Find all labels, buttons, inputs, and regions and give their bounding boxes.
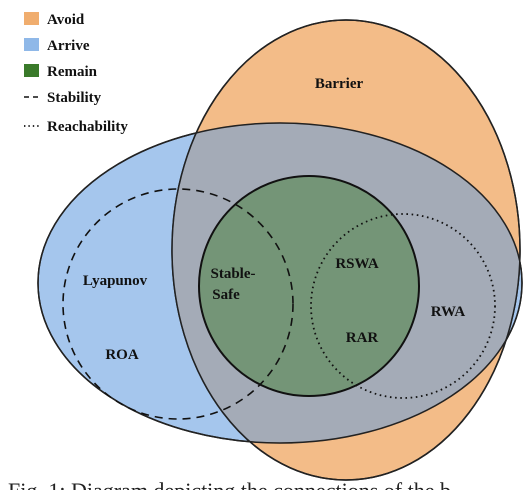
roa-label: ROA	[105, 347, 139, 363]
barrier-label: Barrier	[315, 76, 364, 92]
legend-arrive-swatch	[24, 38, 39, 51]
lyapunov-label: Lyapunov	[83, 273, 148, 289]
rar-label: RAR	[346, 330, 379, 346]
legend-reachability-label: Reachability	[47, 119, 128, 135]
legend-remain-label: Remain	[47, 64, 98, 80]
reachability-circle	[310, 213, 496, 399]
legend-remain-swatch	[24, 64, 39, 77]
arrive-avoid-overlap	[172, 123, 520, 443]
rwa-label: RWA	[431, 304, 466, 320]
stable-safe-label-line1: Stable-	[211, 266, 256, 282]
legend: Avoid Arrive Remain Stability Reachabili…	[24, 12, 128, 135]
remain-region	[198, 175, 420, 397]
legend-avoid-swatch	[24, 12, 39, 25]
stability-circle	[62, 188, 294, 420]
legend-stability-label: Stability	[47, 90, 102, 106]
rswa-label: RSWA	[335, 256, 379, 272]
stable-safe-label-line2: Safe	[212, 287, 240, 303]
figure-caption: Fig. 1: Diagram depicting the connection…	[8, 478, 451, 490]
legend-avoid-label: Avoid	[47, 12, 85, 28]
legend-arrive-label: Arrive	[47, 38, 90, 54]
